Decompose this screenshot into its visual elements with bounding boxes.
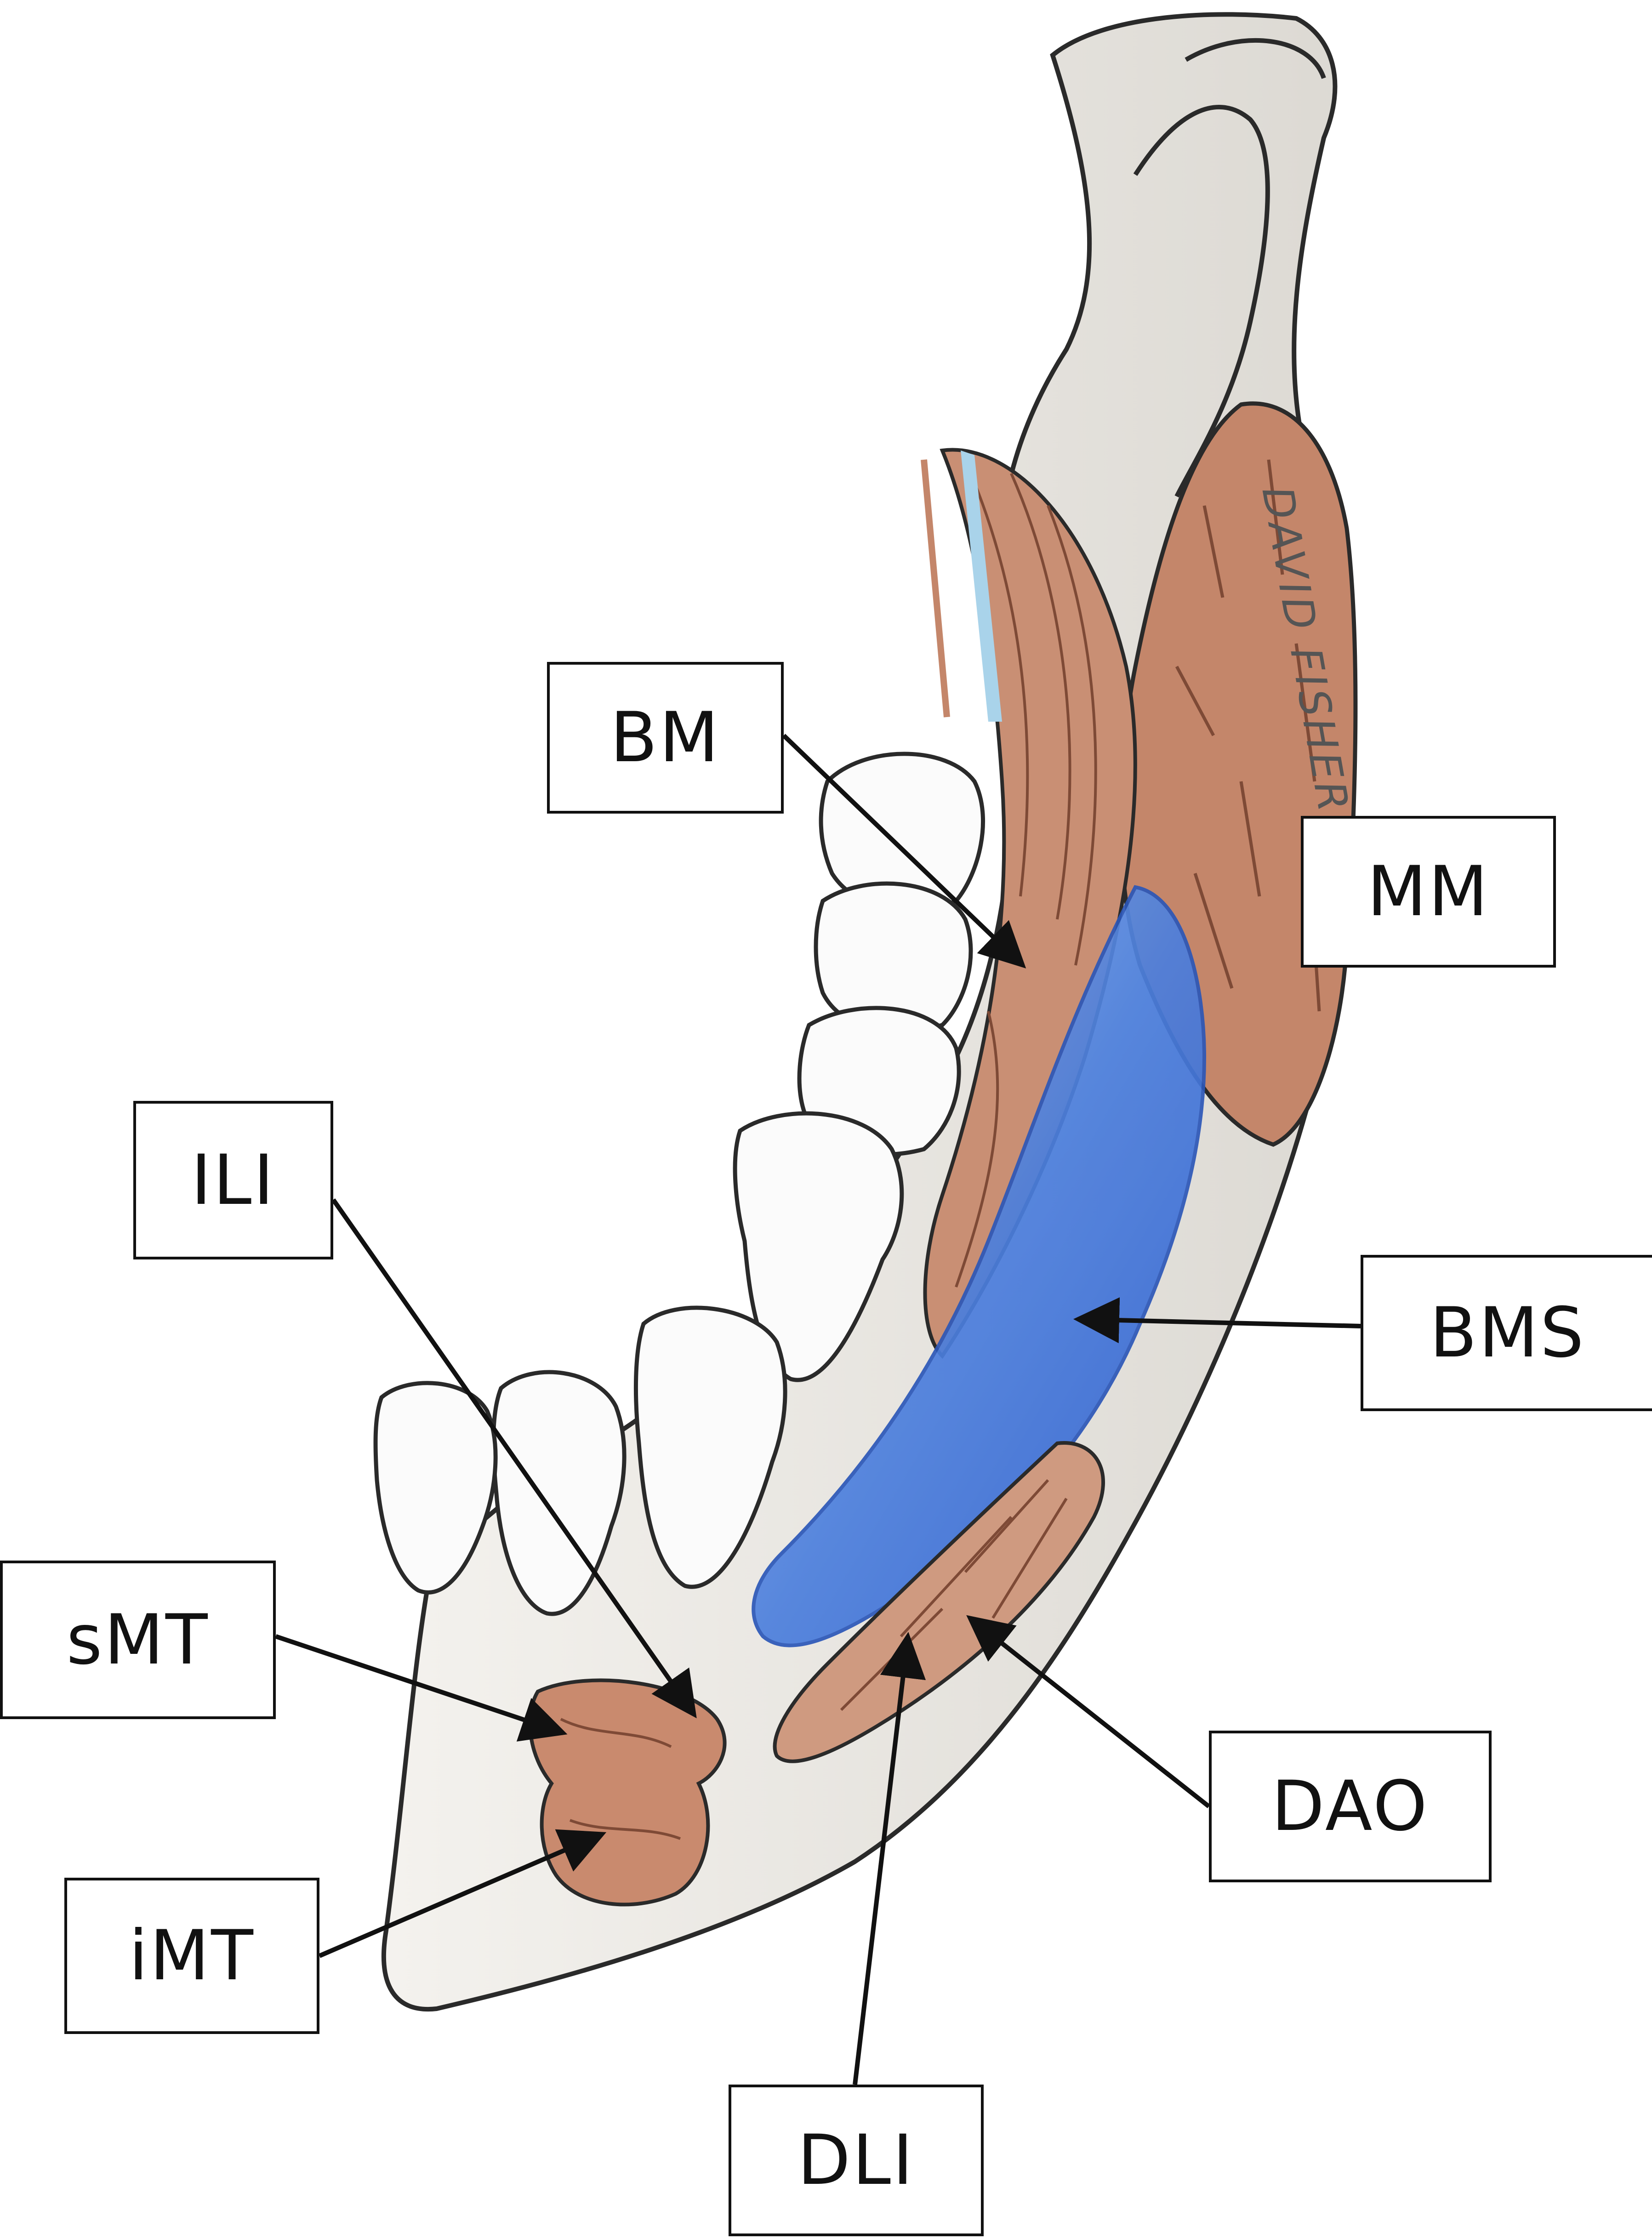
- premolar-first: [633, 1305, 787, 1589]
- arrow-sMT: [275, 1634, 568, 1742]
- mucosa-edge-line: [921, 459, 950, 718]
- buccal-mandibular-space-shape: [752, 885, 1207, 1647]
- depressor-fibers: [840, 1479, 1068, 1711]
- arrow-BM: [782, 734, 1026, 969]
- label-DLI: DLI: [729, 2085, 984, 2236]
- teeth: [373, 752, 986, 1616]
- label-MM: MM: [1301, 816, 1556, 968]
- premolar-second: [733, 1111, 904, 1382]
- arrow-DLI: [853, 1632, 926, 2085]
- arrow-ILI: [331, 1198, 697, 1719]
- depressor-muscle-shape: [773, 1441, 1105, 1763]
- label-arrows: [275, 734, 1361, 2085]
- molar-second: [814, 881, 973, 1033]
- masseter-fibers: [1175, 459, 1321, 1012]
- mentalis-tissue-shape: [528, 1678, 727, 1907]
- arrow-DAO: [966, 1615, 1211, 1808]
- label-BMS: BMS: [1361, 1255, 1652, 1411]
- mentalis-fibers: [560, 1718, 681, 1840]
- canine: [491, 1370, 627, 1616]
- label-DAO: DAO: [1209, 1731, 1492, 1882]
- buccinator-fibers: [955, 473, 1097, 1288]
- label-ILI: ILI: [133, 1101, 333, 1259]
- mucosa-cut-edge: [961, 450, 1002, 722]
- label-iMT: iMT: [64, 1878, 319, 2034]
- label-BM: BM: [547, 662, 784, 814]
- molar-third: [819, 752, 986, 912]
- arrow-BMS: [1073, 1297, 1361, 1344]
- label-sMT: sMT: [0, 1561, 276, 1719]
- ramus-outline: [1133, 105, 1270, 498]
- condyle-outline: [1185, 38, 1326, 79]
- arrow-iMT: [319, 1829, 607, 1958]
